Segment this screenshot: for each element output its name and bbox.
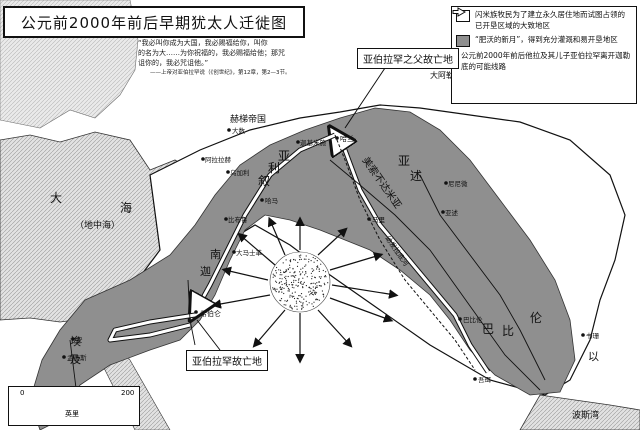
city-babylon: 巴比伦 bbox=[463, 315, 483, 324]
legend-swatch-gray bbox=[456, 35, 470, 47]
legend-text-settled: 闪米族牧民为了建立永久居住地而试图占领的已开垦区域的大致地区 bbox=[475, 10, 625, 30]
quote-line-1: “我必叫你成为大国，我必赐福给你，叫你 bbox=[138, 39, 268, 47]
label-hittite: 赫梯帝国 bbox=[230, 113, 266, 125]
quote-source: ——上帝对亚伯拉罕说（《创世纪》，第12章，第2—3节。 bbox=[150, 70, 291, 76]
city-dot bbox=[581, 333, 585, 337]
scale-box: 0 200 英里 bbox=[8, 386, 140, 426]
legend-item-fertile: “肥沃的新月”，得到充分灌溉和易开垦地区 bbox=[456, 34, 632, 47]
label-babylon1: 巴 bbox=[482, 322, 494, 336]
label-ocean1: 大 bbox=[50, 191, 62, 205]
label-egypt2: 及 bbox=[70, 353, 81, 366]
haran-callout-leader bbox=[344, 67, 386, 129]
city-dot bbox=[224, 217, 228, 221]
legend: 闪米族牧民为了建立永久居住地而试图占领的已开垦区域的大致地区 “肥沃的新月”，得… bbox=[451, 6, 637, 104]
legend-text-route: 公元前2000年前后他拉及其儿子亚伯拉罕离开迦勒底的可能线路 bbox=[461, 51, 631, 71]
quote-line-3: 诅你的，我必咒诅他。” bbox=[138, 59, 209, 67]
callout-haran: 亚伯拉罕之父故亡地 bbox=[357, 48, 459, 69]
persian-gulf-water bbox=[519, 394, 640, 430]
city-haran: 哈兰 bbox=[340, 134, 354, 143]
city-dot bbox=[227, 128, 231, 132]
city-hebron: 希伯仑 bbox=[200, 309, 221, 318]
radiating-arrows bbox=[211, 216, 399, 364]
city-dot bbox=[444, 181, 448, 185]
hebron-callout-leader bbox=[196, 319, 221, 351]
city-dot bbox=[458, 317, 462, 321]
label-babylon2: 比 bbox=[502, 324, 514, 338]
title-box: 公元前2000年前后早期犹太人迁徙图 bbox=[3, 6, 305, 38]
label-egypt1: 埃 bbox=[70, 334, 81, 348]
migration-route bbox=[107, 135, 491, 374]
city-susa: 书珊 bbox=[586, 331, 600, 340]
city-mari: 马里 bbox=[372, 216, 386, 224]
city-dot bbox=[226, 170, 230, 174]
quote-line-2: 的名为大……为你祝福的，我必赐福给他；那咒 bbox=[138, 49, 285, 57]
city-ugarit: 乌加利 bbox=[230, 168, 250, 177]
scale-unit: 英里 bbox=[65, 410, 79, 418]
city-dot bbox=[441, 210, 445, 214]
legend-item-settled: 闪米族牧民为了建立永久居住地而试图占领的已开垦区域的大致地区 bbox=[456, 9, 632, 31]
city-dot bbox=[473, 377, 477, 381]
city-dot bbox=[201, 157, 205, 161]
desert-stipple bbox=[269, 251, 331, 313]
city-ashur: 亚述 bbox=[445, 208, 459, 217]
city-ur: 吾珥 bbox=[478, 376, 492, 384]
label-ocean2: 海 bbox=[120, 200, 132, 215]
fertile-crescent bbox=[29, 107, 576, 430]
label-canaan1: 迦 bbox=[200, 265, 211, 278]
label-med: （地中海） bbox=[75, 219, 120, 231]
city-byblos: 比布鲁 bbox=[228, 215, 248, 224]
city-dots bbox=[62, 128, 585, 381]
label-canaan2: 南 bbox=[210, 248, 221, 261]
city-hamath: 哈马 bbox=[265, 196, 278, 205]
city-dot bbox=[260, 198, 264, 202]
city-on: 安 bbox=[76, 335, 83, 344]
label-syria3: 亚 bbox=[278, 149, 290, 163]
label-persian-gulf: 波斯湾 bbox=[572, 409, 599, 421]
city-dot bbox=[194, 310, 198, 314]
city-dot bbox=[335, 136, 339, 140]
label-assyria1: 亚 bbox=[398, 154, 410, 168]
scale-start: 0 bbox=[20, 389, 25, 397]
city-alalakh: 阿拉拉赫 bbox=[205, 155, 232, 164]
city-memphis: 孟斐斯 bbox=[67, 353, 87, 362]
label-syria1: 叙 bbox=[258, 174, 270, 188]
label-assyria2: 述 bbox=[410, 169, 422, 183]
city-carchemish: 迦基米施 bbox=[300, 138, 327, 147]
city-dot bbox=[71, 337, 75, 341]
city-nineveh: 尼尼微 bbox=[448, 179, 468, 188]
label-ararat: 大阿勒山 bbox=[430, 70, 462, 80]
city-dot bbox=[367, 217, 371, 221]
label-babylon3: 伦 bbox=[530, 310, 542, 325]
callout-hebron: 亚伯拉罕故亡地 bbox=[186, 350, 268, 371]
city-dot bbox=[296, 140, 300, 144]
city-dot bbox=[62, 355, 66, 359]
legend-text-fertile: “肥沃的新月”，得到充分灌溉和易开垦地区 bbox=[475, 35, 618, 44]
stipple-dots bbox=[272, 254, 329, 310]
label-elam: 以 bbox=[588, 350, 599, 363]
map-title: 公元前2000年前后早期犹太人迁徙图 bbox=[20, 13, 288, 32]
legend-item-route: 公元前2000年前后他拉及其儿子亚伯拉罕离开迦勒底的可能线路 bbox=[452, 7, 632, 72]
city-damascus-n: 大数 bbox=[232, 126, 246, 135]
label-syria2: 利 bbox=[268, 161, 280, 175]
city-dot bbox=[232, 250, 236, 254]
scale-end: 200 bbox=[121, 389, 135, 397]
quote-box: “我必叫你成为大国，我必赐福给你，叫你 的名为大……为你祝福的，我必赐福给他；那… bbox=[138, 38, 333, 108]
city-damascus: 大马士革 bbox=[236, 248, 263, 257]
